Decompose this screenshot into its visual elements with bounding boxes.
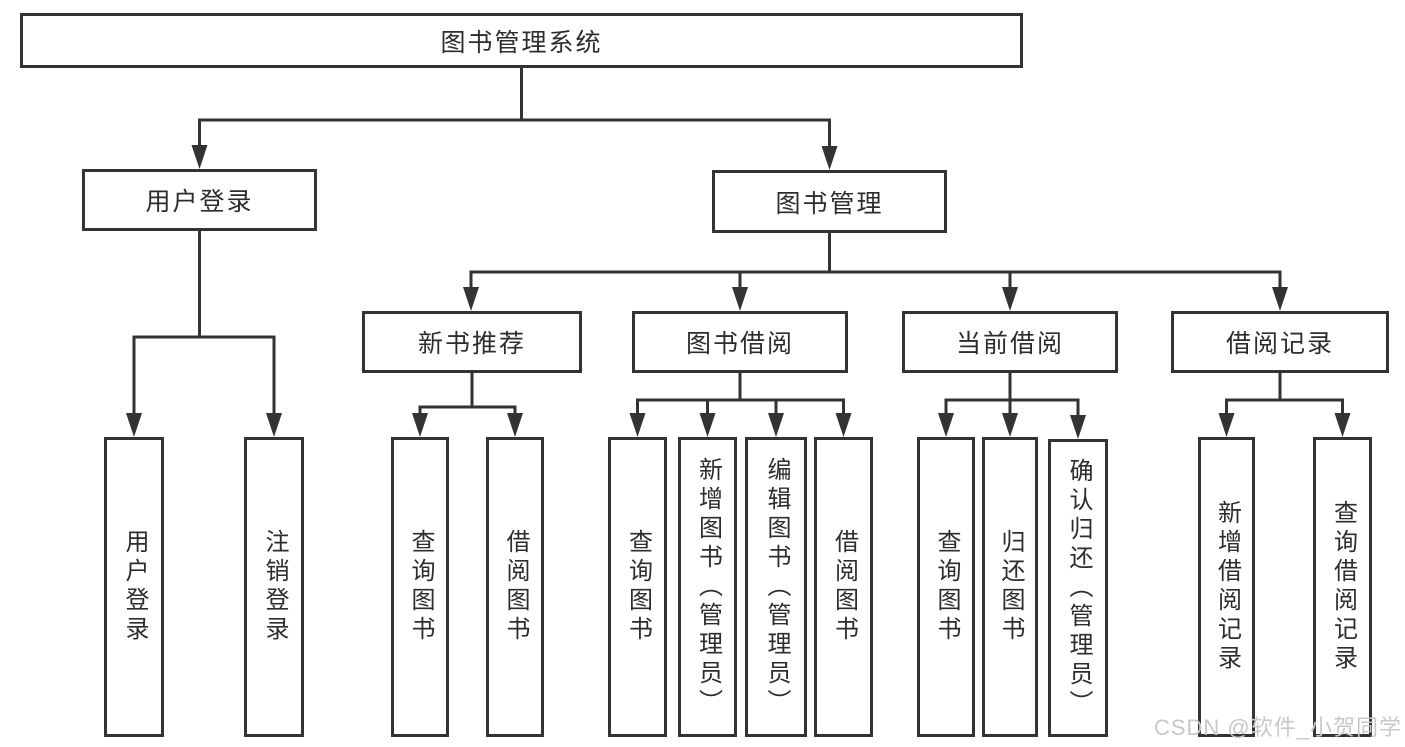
leaf-label: 确认归还（管理员） [1065,457,1092,719]
leaf-edit-books-admin: 编辑图书（管理员） [745,437,807,737]
leaf-label: 新增借阅记录 [1213,500,1241,674]
leaf-label: 查询图书 [407,529,434,645]
node-label: 当前借阅 [955,330,1064,358]
leaf-label: 注销登录 [261,529,288,645]
leaf-label: 查询图书 [933,529,960,645]
node-label: 新书推荐 [417,330,526,358]
node-book-management: 图书管理 [712,170,947,233]
node-label: 借阅记录 [1225,330,1334,358]
leaf-query-books-current: 查询图书 [917,437,975,737]
leaf-add-borrow-record: 新增借阅记录 [1198,437,1255,737]
node-new-book-recommend: 新书推荐 [362,311,582,373]
leaf-label: 用户登录 [121,529,148,645]
leaf-borrow-books-borrowing: 借阅图书 [814,437,873,737]
node-current-borrowing: 当前借阅 [902,311,1118,373]
leaf-user-login: 用户登录 [104,437,164,737]
leaf-label: 借阅图书 [502,529,529,645]
leaf-add-books-admin: 新增图书（管理员） [678,437,737,737]
leaf-label: 查询借阅记录 [1329,500,1357,674]
node-label: 用户登录 [145,188,254,216]
leaf-query-books-borrowing: 查询图书 [608,437,667,737]
node-book-borrowing: 图书借阅 [632,311,848,373]
leaf-label: 新增图书（管理员） [694,456,722,718]
leaf-label: 归还图书 [997,529,1024,645]
leaf-label: 查询图书 [624,529,652,645]
leaf-query-books-recommend: 查询图书 [391,437,449,737]
node-label: 图书管理 [775,189,884,218]
leaf-query-borrow-record: 查询借阅记录 [1313,437,1372,737]
leaf-borrow-books-recommend: 借阅图书 [486,437,544,737]
leaf-return-books: 归还图书 [982,437,1038,737]
node-borrowing-records: 借阅记录 [1171,311,1389,373]
node-label: 图书管理系统 [440,28,603,57]
node-root-system: 图书管理系统 [20,13,1023,68]
leaf-label: 编辑图书（管理员） [763,456,790,718]
leaf-label: 借阅图书 [830,529,858,645]
node-user-login: 用户登录 [82,169,317,231]
csdn-watermark: CSDN @软件_小贺同学 [1153,715,1402,740]
node-label: 图书借阅 [685,330,794,358]
leaf-logout: 注销登录 [244,437,304,737]
leaf-confirm-return-admin: 确认归还（管理员） [1048,439,1108,737]
